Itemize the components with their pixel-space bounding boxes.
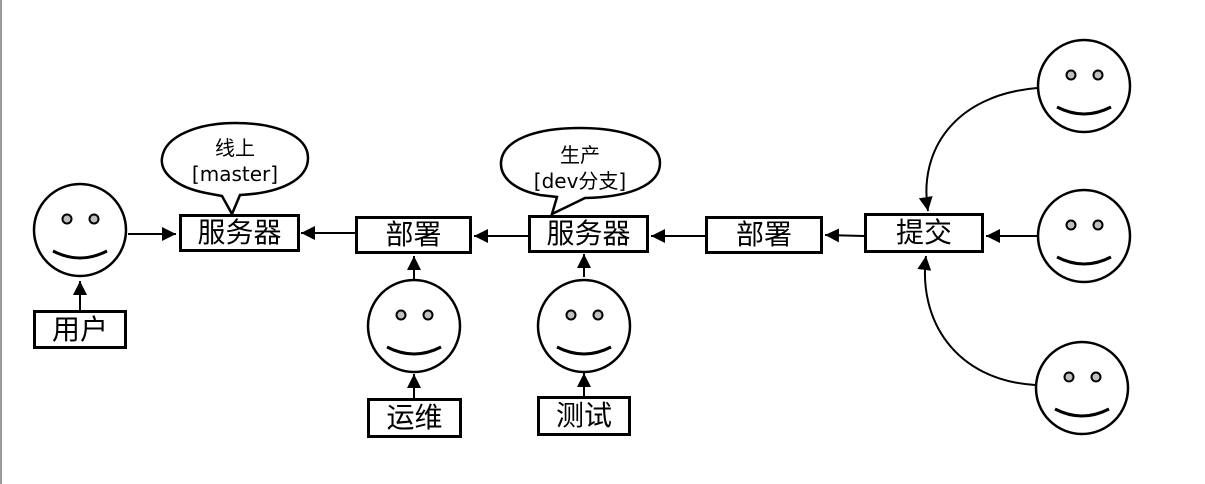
- test-box: 测试: [537, 396, 631, 436]
- ops-box: 运维: [367, 398, 462, 438]
- commit-box: 提交: [864, 213, 984, 253]
- bubble-prod-text: 生产 [dev分支]: [515, 142, 645, 194]
- bubble-prod-line1: 生产: [560, 143, 600, 167]
- smiley-face-icon: [32, 182, 128, 278]
- deploy-right-box: 部署: [705, 216, 823, 254]
- speech-bubble-prod: [499, 126, 662, 217]
- bubble-online-text: 线上 [master]: [180, 135, 290, 187]
- arrow-dev-face-top-to-commit: [918, 87, 1038, 212]
- arrow-commit-to-deploy-right: [824, 228, 865, 243]
- left-border-line: [0, 0, 2, 484]
- server-prod-box: 服务器: [528, 215, 649, 253]
- bubble-online-line1: 线上: [215, 136, 255, 160]
- bubble-online-line2: [master]: [191, 162, 279, 186]
- arrow-dev-face-bottom-to-commit: [917, 255, 1036, 386]
- server-online-box: 服务器: [179, 214, 300, 252]
- smiley-face-icon: [1034, 340, 1130, 436]
- bubble-prod-line2: [dev分支]: [533, 169, 627, 193]
- smiley-face-icon: [1036, 188, 1132, 284]
- smiley-face-icon: [536, 278, 632, 374]
- smiley-face-icon: [366, 278, 462, 374]
- deploy-left-box: 部署: [355, 216, 472, 254]
- speech-bubble-online: [160, 121, 310, 217]
- user-box: 用户: [33, 310, 127, 349]
- smiley-face-icon: [1036, 38, 1132, 134]
